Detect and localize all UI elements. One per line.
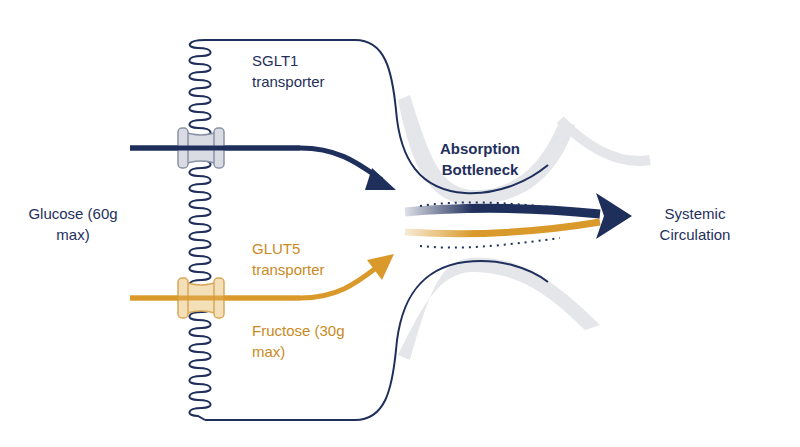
membrane <box>189 40 210 420</box>
circulation-label: Systemic Circulation <box>640 203 750 245</box>
fructose-outflow <box>405 222 600 234</box>
arrowhead <box>365 168 396 190</box>
fructose-arrow <box>130 296 300 301</box>
fructose-label: Fructose (30g max) <box>252 320 362 362</box>
bottleneck-label: Absorption Bottleneck <box>425 138 535 180</box>
glucose-arrow <box>130 148 382 180</box>
glucose-outflow <box>405 208 600 214</box>
channel-wall <box>205 261 548 420</box>
transporter-label: SGLT1 transporter <box>252 50 362 92</box>
transporter-label: GLUT5 transporter <box>252 238 362 280</box>
bottleneck-shade <box>560 120 650 161</box>
channel-wall <box>205 40 548 193</box>
bottleneck-shade <box>398 258 600 360</box>
flow-dots <box>420 238 560 248</box>
arrowhead <box>367 254 394 280</box>
bottleneck-shade <box>398 95 575 205</box>
glucose-label: Glucose (60g max) <box>18 203 128 245</box>
glucose-arrow <box>130 146 300 151</box>
arrowhead <box>596 193 632 239</box>
